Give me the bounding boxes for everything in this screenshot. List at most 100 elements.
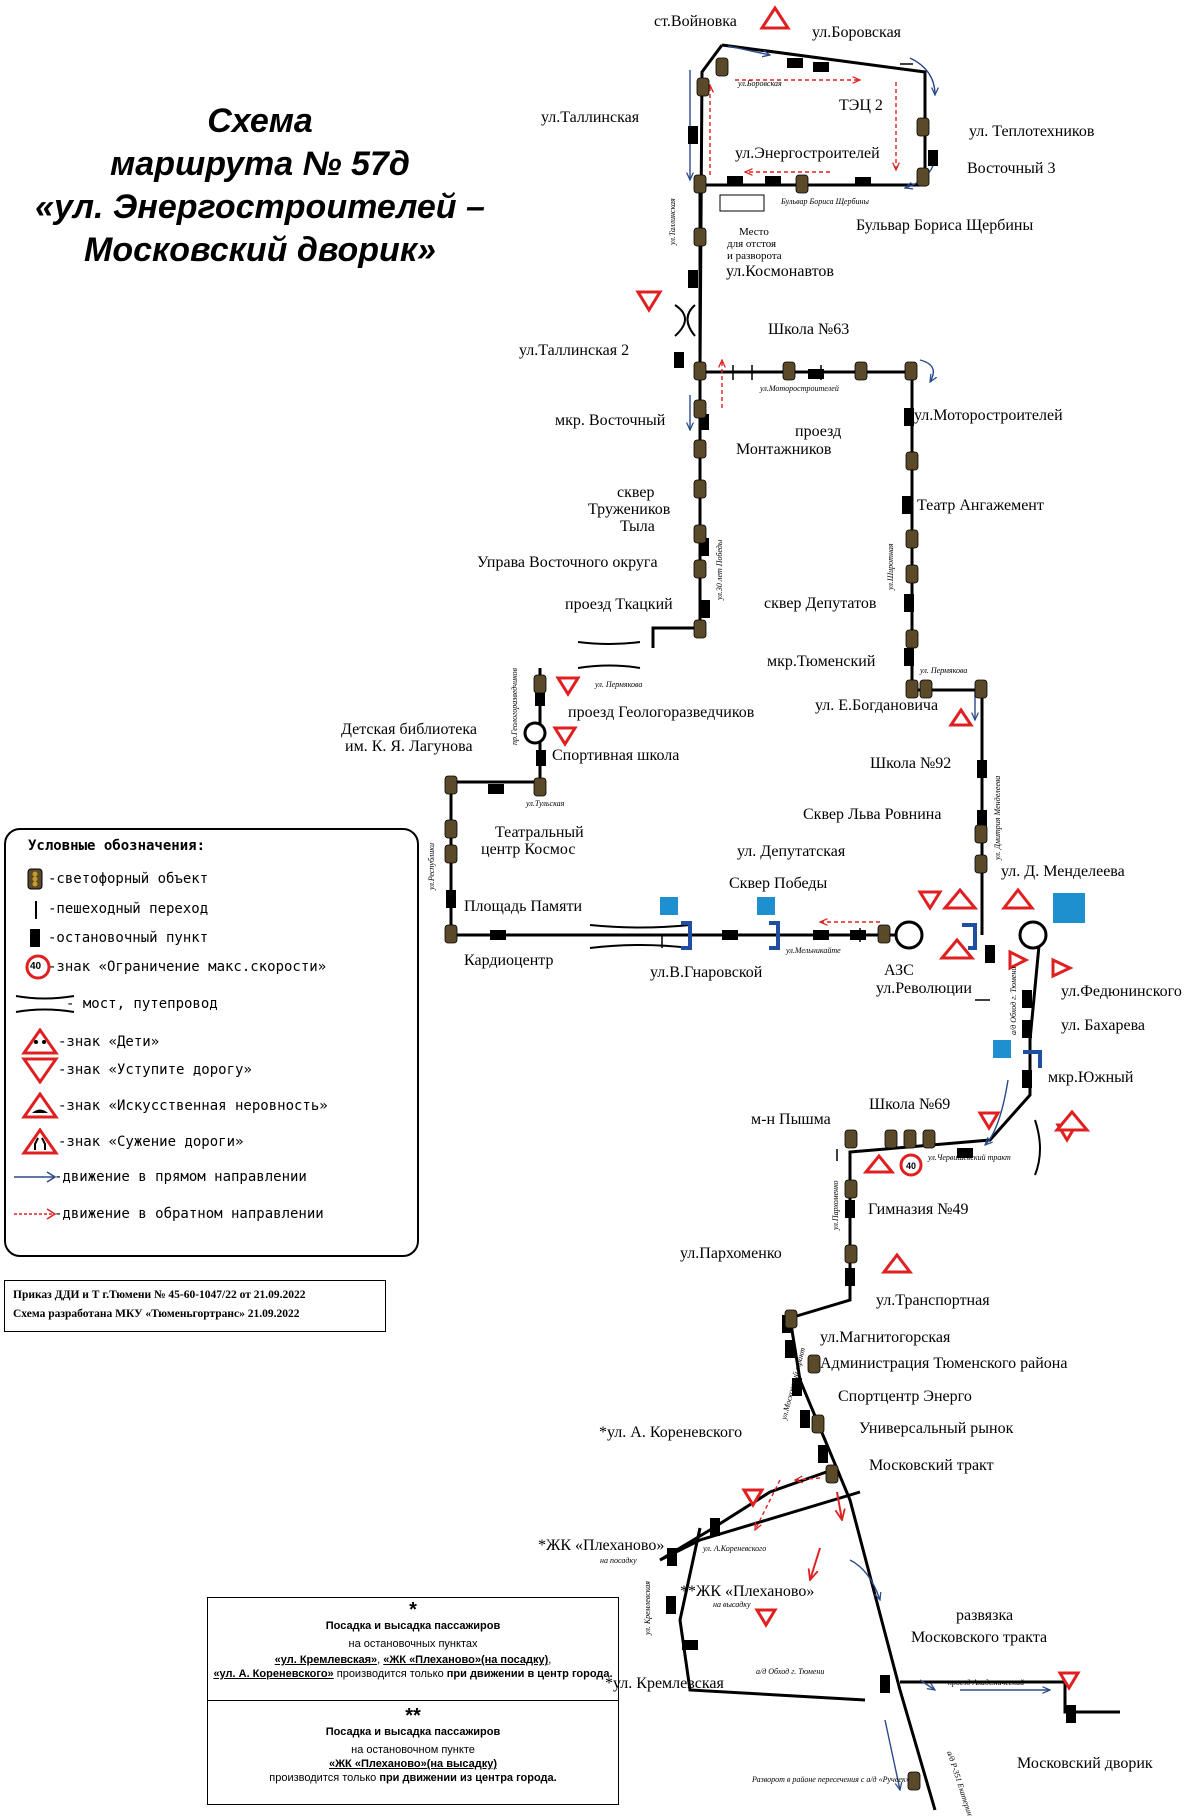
- bridge: [577, 304, 1041, 1176]
- stop-tec2: ТЭЦ 2: [839, 97, 883, 114]
- stop-gnarovskoy: ул.В.Гнаровской: [650, 964, 763, 981]
- stop-kosmonavtov: ул.Космонавтов: [726, 263, 834, 280]
- stop-teplotekhnikov: ул. Теплотехников: [969, 123, 1095, 140]
- note-1-line-2: «ул. Кремлевская», «ЖК «Плеханово»(на по…: [208, 1654, 618, 1666]
- note-1-sep-2: ,: [548, 1654, 552, 1666]
- place-labels: ст.Войновка ул.Боровская ул.Таллинская Т…: [341, 13, 1182, 1772]
- note-1-stop-a: «ул. Кремлевская»: [274, 1654, 378, 1666]
- street-permyakova-2: ул. Пермякова: [919, 666, 967, 675]
- note-1-when: при движении в центр города.: [446, 1668, 613, 1680]
- stop-borovskaya: ул.Боровская: [812, 24, 902, 41]
- reverse-arrow-icon: [14, 1208, 57, 1220]
- street-labels: ул.Боровская Бульвар Бориса Щербины ул.Т…: [427, 79, 1024, 1816]
- title-line-2: маршрута № 57д: [110, 145, 410, 183]
- stop-pyshma: м-н Пышма: [751, 1111, 831, 1128]
- stop-energostroiteley: ул.Энергостроителей: [735, 145, 880, 162]
- map-title: Схема маршрута № 57д «ул. Энергостроител…: [0, 100, 520, 272]
- street-melnikayte: ул.Мельникайте: [785, 946, 841, 955]
- note-2-stop: «ЖК «Плеханово»(на высадку): [329, 1758, 497, 1770]
- terminus-label-1: Место: [739, 226, 769, 238]
- legend-yield-label: -знак «Уступите дорогу»: [58, 1062, 252, 1078]
- stop-mkr-yuzhny: мкр.Южный: [1048, 1069, 1134, 1086]
- legend-row-speed: 40 -знак «Ограничение макс.скорости»: [6, 953, 417, 981]
- stop-razvyazka-2: Московского тракта: [911, 1629, 1047, 1646]
- street-akademichesky: проезд Академический: [948, 1678, 1024, 1687]
- street-mendeleeva: ул. Дмитрия Менделеева: [993, 776, 1002, 861]
- crossing-bars: [681, 921, 1042, 1068]
- note-2-title: Посадка и высадка пассажиров: [325, 1726, 501, 1738]
- legend-heading: Условные обозначения:: [28, 838, 206, 854]
- legend-row-crossing: -пешеходный переход: [6, 895, 417, 923]
- legend-row-narrow: -знак «Сужение дороги»: [6, 1128, 417, 1156]
- stop-mkr-vostochny: мкр. Восточный: [555, 412, 666, 429]
- legend-row-children: -знак «Дети»: [6, 1028, 417, 1056]
- stop-skver-3: Тыла: [620, 518, 655, 535]
- stop-uprava: Управа Восточного округа: [477, 554, 658, 571]
- stop-sport-school: Спортивная школа: [552, 747, 679, 764]
- title-line-3: «ул. Энергостроителей –: [35, 188, 485, 226]
- street-kremlevskaya: ул. Кремлевская: [643, 1581, 652, 1636]
- street-shcherbiny: Бульвар Бориса Щербины: [780, 197, 869, 206]
- legend-bump-label: -знак «Искусственная неровность»: [58, 1098, 328, 1114]
- stop-motorostroiteley: ул.Моторостроителей: [914, 407, 1063, 424]
- street-obkhod-2: а/д Обход г. Тюмени: [756, 1667, 824, 1676]
- stop-shcherbiny: Бульвар Бориса Щербины: [856, 217, 1033, 234]
- legend-row-bump: -знак «Искусственная неровность»: [6, 1092, 417, 1120]
- street-tulskaya: ул.Тульская: [525, 799, 565, 808]
- stop-magnitogorskaya: ул.Магнитогорская: [820, 1329, 951, 1346]
- stop-sportcentr: Спортцентр Энерго: [838, 1388, 972, 1405]
- legend: Условные обозначения: -светофорный объек…: [4, 828, 419, 1257]
- children-signs: [759, 5, 974, 1274]
- forward-arrows: [690, 45, 1050, 1790]
- stop-transportnaya: ул.Транспортная: [876, 1292, 990, 1309]
- street-respubliki: ул.Республики: [427, 843, 436, 891]
- stop-azs: АЗС: [884, 962, 914, 979]
- stop-vostochny3: Восточный 3: [967, 160, 1055, 177]
- stop-biblio-1: Детская библиотека: [341, 721, 477, 738]
- yield-signs: [552, 290, 1081, 1691]
- street-borovskaya: ул.Боровская: [737, 79, 782, 88]
- stop-mendeleeva: ул. Д. Менделеева: [1001, 863, 1125, 880]
- legend-row-traffic-light: -светофорный объект: [6, 865, 417, 893]
- stop-administraciya: Администрация Тюменского района: [820, 1355, 1067, 1372]
- stop-skver-deputatov: сквер Депутатов: [764, 595, 877, 612]
- street-permyakova-1: ул. Пермякова: [594, 680, 642, 689]
- legend-row-forward: -движение в прямом направлении: [6, 1163, 417, 1191]
- stop-skver-2: Тружеников: [588, 501, 671, 518]
- stop-razvyazka-1: развязка: [956, 1607, 1013, 1624]
- stop-kremlevskaya: *ул. Кремлевская: [605, 1675, 724, 1692]
- legend-narrow-label: -знак «Сужение дороги»: [58, 1134, 244, 1150]
- note-star-2: **: [405, 1705, 421, 1727]
- legend-crossing-label: -пешеходный переход: [48, 901, 209, 917]
- stop-voinovka: ст.Войновка: [654, 13, 737, 30]
- terminus-box: [719, 194, 765, 212]
- street-obkhod: а/д Обход г. Тюмени: [1009, 967, 1018, 1035]
- order-line-2: Схема разработана МКУ «Тюменьгортранс» 2…: [13, 1308, 300, 1320]
- street-30-let: ул.30 лет Победы: [715, 539, 724, 601]
- note-2-text: производится только: [269, 1772, 380, 1784]
- stop-ploshchad-pamyati: Площадь Памяти: [464, 898, 583, 915]
- legend-stop-label: -остановочный пункт: [48, 930, 209, 946]
- note-star-1: *: [409, 1599, 417, 1621]
- pedestrian-crossing-signs: [660, 893, 1085, 1058]
- legend-row-stop: -остановочный пункт: [6, 924, 417, 952]
- street-razvorot: Разворот в районе пересечения с а/д «Руч…: [751, 1775, 910, 1784]
- legend-row-yield: -знак «Уступите дорогу»: [6, 1056, 417, 1084]
- stop-tallinskaya2: ул.Таллинская 2: [519, 342, 629, 359]
- stop-school69: Школа №69: [869, 1096, 950, 1113]
- order-box: Приказ ДДИ и Т г.Тюмени № 45-60-1047/22 …: [4, 1280, 386, 1332]
- stop-montazhnikov-1: проезд: [795, 423, 841, 440]
- note-2-line-1: на остановочном пункте: [351, 1744, 475, 1756]
- note-section-2: ** Посадка и высадка пассажиров на остан…: [208, 1706, 618, 1784]
- street-parkhomenko: ул.Пархоменко: [831, 1180, 840, 1231]
- stop-montazhnikov-2: Монтажников: [736, 441, 832, 458]
- note-2-when: при движении из центра города.: [379, 1772, 557, 1784]
- warning-signs: [938, 887, 1091, 1132]
- bus-stops: [446, 58, 1076, 1723]
- stop-skver-pobedy: Сквер Победы: [729, 875, 828, 892]
- street-geolog: пр.Геологоразведчиков: [510, 667, 519, 745]
- pedestrian-crossing-icon: [35, 901, 37, 919]
- street-tallinskaya: ул.Таллинская: [668, 198, 677, 246]
- note-1-line-3: «ул. А. Кореневского» производится тольк…: [208, 1668, 618, 1680]
- stop-fedyuninskogo: ул.Федюнинского: [1061, 983, 1182, 1000]
